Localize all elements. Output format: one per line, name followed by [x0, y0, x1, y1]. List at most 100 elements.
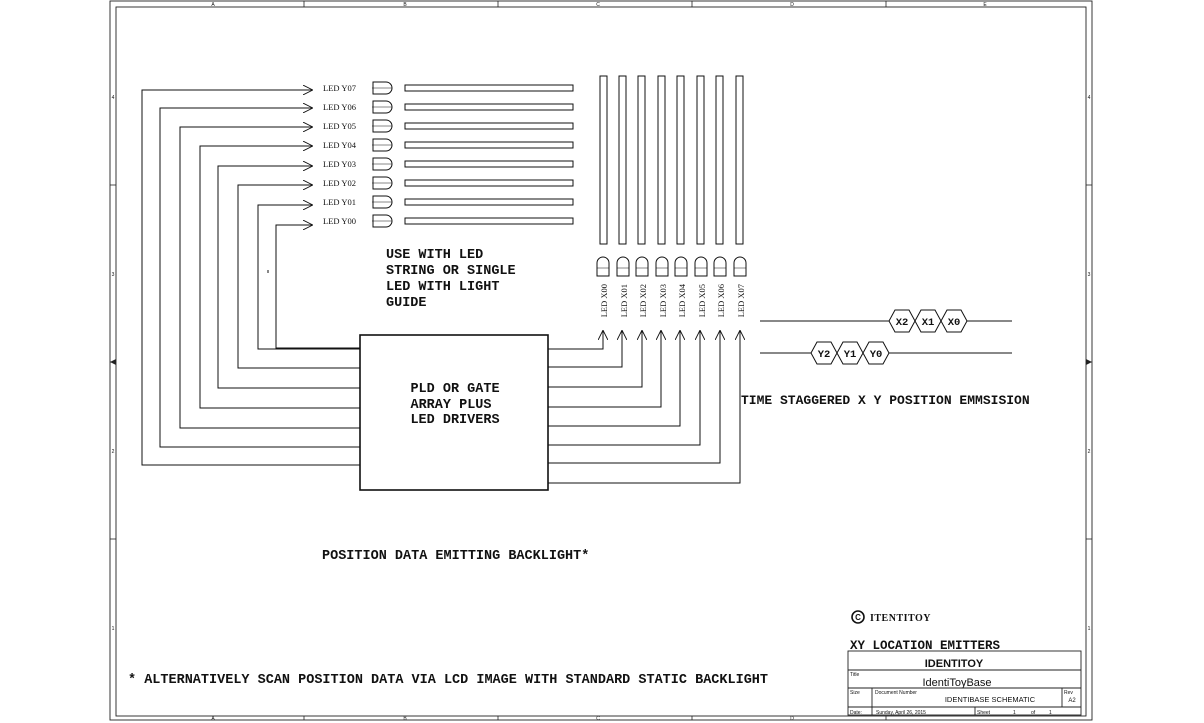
y-led-row: LED Y05 — [323, 119, 574, 133]
led-symbol — [372, 119, 393, 133]
frame-col-marker-c-bottom: C — [596, 716, 600, 722]
timing-label-y1: Y1 — [844, 349, 857, 361]
y-led-label: LED Y02 — [323, 178, 356, 188]
y-led-label: LED Y05 — [323, 121, 356, 131]
wire-y00 — [275, 225, 360, 349]
frame-center-arrow-left — [110, 359, 116, 365]
led-guide-note-line: LED WITH LIGHT — [386, 280, 499, 295]
title-block-company: IDENTITOY — [925, 658, 984, 670]
y-led-row: LED Y01 — [323, 195, 574, 209]
x-led-label: LED X00 — [599, 284, 609, 317]
led-symbol — [372, 214, 393, 228]
led-symbol — [372, 81, 393, 95]
timing-label-y2: Y2 — [818, 349, 831, 361]
x-led-bank: LED X00 LED X01 LED X02 LED X03 LED X04 — [596, 75, 747, 317]
driver-block — [359, 334, 549, 491]
timing-label-x2: X2 — [896, 317, 909, 329]
frame-row-marker-3: 3 — [112, 272, 115, 278]
x-led-column: LED X05 — [694, 75, 708, 317]
light-guide-bar — [404, 84, 574, 92]
light-guide-bar — [404, 103, 574, 111]
led-symbol — [372, 157, 393, 171]
wire-x00 — [548, 331, 603, 350]
frame-row-marker-1: 1 — [112, 626, 115, 632]
title-block-date: Sunday, April 26, 2015 — [876, 710, 926, 716]
y-led-label: LED Y00 — [323, 216, 356, 226]
wire-x03 — [548, 331, 661, 408]
x-led-column: LED X03 — [655, 75, 669, 317]
led-symbol — [616, 256, 630, 277]
x-led-column: LED X06 — [713, 75, 727, 317]
driver-block-line: ARRAY PLUS — [410, 398, 491, 413]
y-led-row: LED Y02 — [323, 176, 574, 190]
light-guide-bar — [696, 75, 705, 245]
wire-y01 — [257, 205, 360, 350]
frame-center-arrow-right — [1086, 359, 1092, 365]
title-block-rev: A2 — [1068, 698, 1076, 704]
led-symbol — [635, 256, 649, 277]
wire-x02 — [548, 331, 642, 388]
title-block-date-label: Date: — [850, 710, 862, 716]
title-block-title: IdentiToyBase — [922, 677, 991, 689]
driver-block-line: PLD OR GATE — [410, 382, 499, 397]
led-guide-note-line: STRING OR SINGLE — [386, 264, 516, 279]
y-led-row: LED Y00 — [323, 214, 574, 228]
x-led-label: LED X05 — [697, 284, 707, 317]
led-guide-note-line: USE WITH LED — [386, 248, 483, 263]
title-block-sheets: 1 — [1049, 710, 1052, 716]
x-led-column: LED X02 — [635, 75, 649, 317]
light-guide-bar — [715, 75, 724, 245]
frame-col-marker-e: E — [983, 2, 987, 8]
y-drive-wires — [141, 90, 360, 466]
light-guide-bar — [404, 179, 574, 187]
led-symbol — [674, 256, 688, 277]
frame-row-marker-4-right: 4 — [1088, 95, 1091, 101]
y-led-row: LED Y04 — [323, 138, 574, 152]
led-symbol — [372, 100, 393, 114]
copyright-mark: C ITENTITOY — [851, 610, 931, 624]
light-guide-bar — [599, 75, 608, 245]
led-guide-note-line: GUIDE — [386, 296, 427, 311]
timing-label-x0: X0 — [948, 317, 961, 329]
timing-diagram: X2 X1 X0 Y2 Y1 Y0 TIME STAGGERED X Y POS… — [741, 309, 1030, 408]
wire-x04 — [548, 331, 680, 427]
light-guide-bar — [657, 75, 666, 245]
x-led-label: LED X06 — [716, 284, 726, 317]
wire-x07 — [548, 331, 740, 484]
wire-y02 — [237, 185, 360, 369]
title-block-rev-label: Rev — [1064, 690, 1073, 696]
timing-label-y0: Y0 — [870, 349, 883, 361]
drawing-frame — [109, 0, 1093, 721]
copyright-owner: ITENTITOY — [870, 613, 931, 624]
x-led-column: LED X07 — [733, 75, 747, 317]
frame-col-marker-c: C — [596, 2, 600, 8]
y-led-row: LED Y07 — [323, 81, 574, 95]
x-led-column: LED X04 — [674, 75, 688, 317]
led-symbol — [372, 138, 393, 152]
x-led-label: LED X02 — [638, 284, 648, 317]
light-guide-bar — [637, 75, 646, 245]
x-led-label: LED X04 — [677, 283, 687, 317]
led-symbol — [694, 256, 708, 277]
y-led-label: LED Y07 — [323, 83, 356, 93]
y-led-row: LED Y06 — [323, 100, 574, 114]
diagram-title: XY LOCATION EMITTERS — [850, 639, 1001, 653]
wire-x06 — [548, 331, 720, 464]
frame-row-marker-1-right: 1 — [1088, 626, 1091, 632]
frame-col-marker-d-bottom: D — [790, 716, 794, 722]
title-block-size-label: Size — [850, 690, 860, 696]
wire-x01 — [548, 331, 622, 368]
timing-label-x1: X1 — [922, 317, 935, 329]
driver-block-line: LED DRIVERS — [410, 413, 499, 428]
x-led-label: LED X07 — [736, 284, 746, 317]
x-led-label: LED X01 — [619, 284, 629, 317]
light-guide-bar — [404, 122, 574, 130]
y-led-row: LED Y03 — [323, 157, 574, 171]
x-led-column: LED X01 — [616, 75, 630, 317]
led-symbol — [713, 256, 727, 277]
frame-row-marker-4: 4 — [112, 95, 115, 101]
timing-slot-x0 — [940, 309, 968, 333]
y-led-label: LED Y06 — [323, 102, 356, 112]
wire-y06 — [159, 108, 360, 448]
